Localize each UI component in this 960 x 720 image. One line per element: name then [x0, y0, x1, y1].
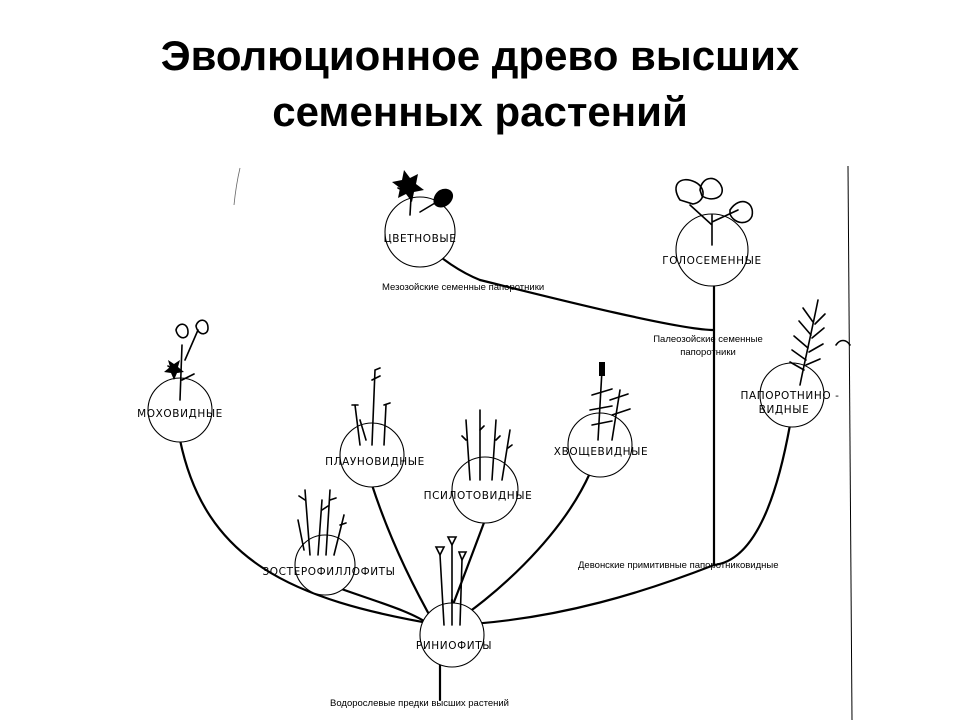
plant-horsetail-icon	[589, 362, 631, 441]
branch-ferns	[712, 423, 792, 567]
note-paleozoic-line-1: Палеозойские семенные	[653, 334, 763, 345]
label-zosterophyllophytes: ЗОСТЕРОФИЛЛОФИТЫ	[262, 566, 395, 578]
label-mosses: МОХОВИДНЫЕ	[137, 408, 223, 420]
branch-seed-ferns	[478, 278, 716, 332]
label-gymnosperms: ГОЛОСЕМЕННЫЕ	[662, 255, 761, 267]
plant-fern-icon	[789, 299, 851, 386]
note-mesozoic: Мезозойские семенные папоротники	[382, 282, 544, 293]
plant-psilotum-icon	[461, 409, 513, 481]
branch-devonian	[453, 563, 716, 627]
label-horsetails: ХВОЩЕВИДНЫЕ	[554, 446, 648, 458]
note-algal: Водорослевые предки высших растений	[330, 698, 509, 709]
slide-title-line-1: Эволюционное древо высших	[160, 32, 800, 79]
label-flowering: ЦВЕТНОВЫЕ	[383, 233, 456, 245]
plant-zosterophyllum-icon	[297, 489, 347, 556]
branch-mosses	[178, 438, 442, 627]
label-rhyniophytes: РИНИОФИТЫ	[416, 640, 492, 652]
plant-lycopod-icon	[351, 367, 391, 446]
circle-flowering	[384, 196, 456, 268]
note-paleozoic-line-2: папоротники	[680, 347, 736, 358]
label-ferns-line-1: ПАПОРОТНИНО -	[740, 390, 839, 402]
circle-lycopods	[339, 422, 405, 488]
label-psilotum: ПСИЛОТОВИДНЫЕ	[424, 490, 533, 502]
node-circles	[147, 196, 825, 668]
label-lycopods: ПЛАУНОВИДНЫЕ	[325, 456, 425, 468]
circle-gymnosperms	[675, 213, 749, 287]
scan-edge-right	[847, 165, 853, 720]
plant-moss-icon	[164, 319, 209, 401]
slide-title-line-2: семенных растений	[272, 88, 688, 135]
branch-lycopods	[370, 483, 437, 627]
node-labels: ЦВЕТНОВЫЕ ГОЛОСЕМЕННЫЕ ПАПОРОТНИНО - ВИД…	[137, 233, 839, 652]
scan-mark	[233, 167, 241, 206]
circle-psilotum	[451, 456, 519, 524]
plant-gymnosperm-icon	[675, 177, 754, 246]
slide-title: Эволюционное древо высших семенных расте…	[0, 28, 960, 140]
annotation-notes: Мезозойские семенные папоротники Палеозо…	[330, 282, 779, 709]
label-ferns-line-2: ВИДНЫЕ	[759, 404, 810, 416]
plant-flowering-icon	[392, 170, 454, 216]
plant-rhyniophyte-icon	[434, 536, 468, 626]
circle-zosterophyllophytes	[294, 534, 356, 596]
note-devonian: Девонские примитивные папоротниковидные	[578, 560, 779, 571]
